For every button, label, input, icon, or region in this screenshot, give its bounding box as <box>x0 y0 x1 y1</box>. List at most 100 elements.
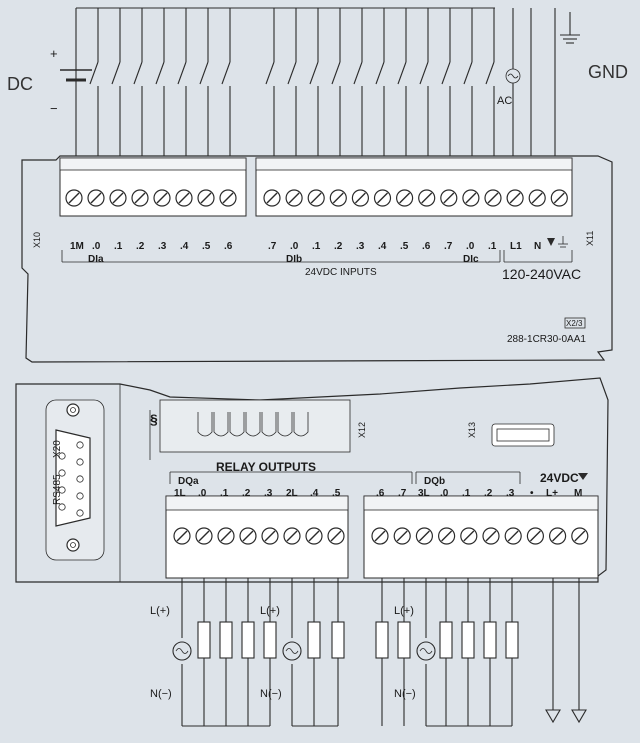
input-terminal-label: .2 <box>136 241 145 252</box>
ground-terminal-icon <box>558 236 568 248</box>
supply-voltage-label: 120-240VAC <box>502 266 581 282</box>
output-terminal-label: .7 <box>398 488 407 499</box>
cpu-module <box>21 155 613 363</box>
screw-terminal <box>109 189 127 207</box>
group-dib-label: DIb <box>286 254 302 265</box>
screw-terminal <box>217 527 235 545</box>
input-terminal-label: .0 <box>466 241 475 252</box>
relay-outputs-title: RELAY OUTPUTS <box>216 460 316 474</box>
screw-terminal <box>175 189 193 207</box>
output-terminal-label: .2 <box>484 488 493 499</box>
screw-terminal <box>528 189 546 207</box>
screw-terminal <box>504 527 522 545</box>
screw-terminal <box>283 527 301 545</box>
output-terminal-label: L+ <box>546 488 558 499</box>
input-terminal-label: .5 <box>202 241 211 252</box>
screw-terminal <box>153 189 171 207</box>
screw-terminal <box>373 189 392 207</box>
version-badge-box <box>564 317 586 329</box>
input-terminal-label: .1 <box>114 241 123 252</box>
input-terminal-label: .3 <box>356 241 365 252</box>
screw-terminal <box>285 189 303 207</box>
group-dia-label: DIa <box>88 254 104 265</box>
input-screw-terminals <box>65 189 568 207</box>
x13-label: X13 <box>467 422 477 438</box>
screw-terminal <box>462 189 480 207</box>
output-terminal-label: .0 <box>440 488 449 499</box>
terminal-l1: L1 <box>510 241 522 252</box>
screw-terminal <box>261 527 279 545</box>
output-terminal-label: .6 <box>376 488 385 499</box>
neutral-label: N(−) <box>394 688 416 700</box>
neutral-label: N(−) <box>260 688 282 700</box>
screw-terminal <box>415 527 433 545</box>
screw-terminal <box>371 527 389 545</box>
x20-label: X20 <box>52 440 63 458</box>
screw-terminal <box>173 527 191 545</box>
input-field-wiring <box>60 7 580 158</box>
ac-source-icon <box>172 641 192 661</box>
ac-source-icon <box>282 641 302 661</box>
rs485-label: RS485 <box>52 474 63 505</box>
screw-terminal <box>305 527 323 545</box>
output-terminal-label: • <box>530 488 534 499</box>
label-holder-icon: § <box>150 411 158 427</box>
output-terminal-label: .0 <box>198 488 207 499</box>
x12-label: X12 <box>357 422 367 438</box>
line-label: L(+) <box>394 605 414 617</box>
screw-terminal <box>239 527 257 545</box>
screw-terminal <box>526 527 545 545</box>
input-terminal-labels: 1M.0.1.2.3.4.5.6.7.0.1.2.3.4.5.6.7.0.1 <box>70 241 497 252</box>
output-terminal-label: .3 <box>264 488 273 499</box>
input-terminal-label: .1 <box>312 241 321 252</box>
screw-terminal <box>131 189 149 207</box>
screw-terminal <box>571 527 589 545</box>
screw-terminal <box>327 527 345 545</box>
screw-terminal <box>307 189 325 207</box>
part-number: 288-1CR30-0AA1 <box>507 334 586 345</box>
screw-terminal <box>438 527 456 545</box>
x10-label: X10 <box>32 232 42 248</box>
screw-terminal <box>506 189 524 207</box>
screw-terminal <box>329 189 347 207</box>
input-terminal-label: .4 <box>180 241 189 252</box>
line-label: L(+) <box>260 605 280 617</box>
input-terminal-label: .0 <box>92 241 101 252</box>
dc24-label: 24VDC <box>540 471 579 485</box>
screw-terminal <box>65 189 83 207</box>
screw-terminal <box>195 527 213 545</box>
screw-terminal <box>484 189 502 207</box>
output-field-wiring <box>181 578 587 727</box>
output-terminal-label: 1L <box>174 488 186 499</box>
screw-terminal <box>396 189 414 207</box>
input-terminal-label: .4 <box>378 241 387 252</box>
dc-label: DC <box>7 74 33 94</box>
input-terminal-label: .3 <box>158 241 167 252</box>
screw-terminal <box>460 527 478 545</box>
down-arrow-icon <box>547 238 555 246</box>
terminal-n: N <box>534 241 541 252</box>
gnd-label: GND <box>588 62 628 82</box>
screw-terminal <box>351 189 369 207</box>
output-terminal-label: .2 <box>242 488 251 499</box>
group-dic-label: DIc <box>463 254 479 265</box>
screw-terminal <box>482 527 500 545</box>
ac-source-icon <box>416 641 436 661</box>
input-terminal-label: .7 <box>444 241 453 252</box>
screw-terminal <box>219 189 237 207</box>
group-dqb-label: DQb <box>424 476 445 487</box>
input-terminal-label: .0 <box>290 241 299 252</box>
output-terminal-label: .1 <box>220 488 229 499</box>
input-terminal-label: .6 <box>224 241 233 252</box>
screw-terminal <box>550 189 568 207</box>
down-arrow-icon <box>578 473 588 480</box>
input-terminal-label: .6 <box>422 241 431 252</box>
output-terminal-label: M <box>574 488 582 499</box>
output-terminal-label: .3 <box>506 488 515 499</box>
output-screw-terminals <box>173 527 589 545</box>
x11-label: X11 <box>585 231 595 246</box>
version-badge: X2/3 <box>566 319 583 328</box>
